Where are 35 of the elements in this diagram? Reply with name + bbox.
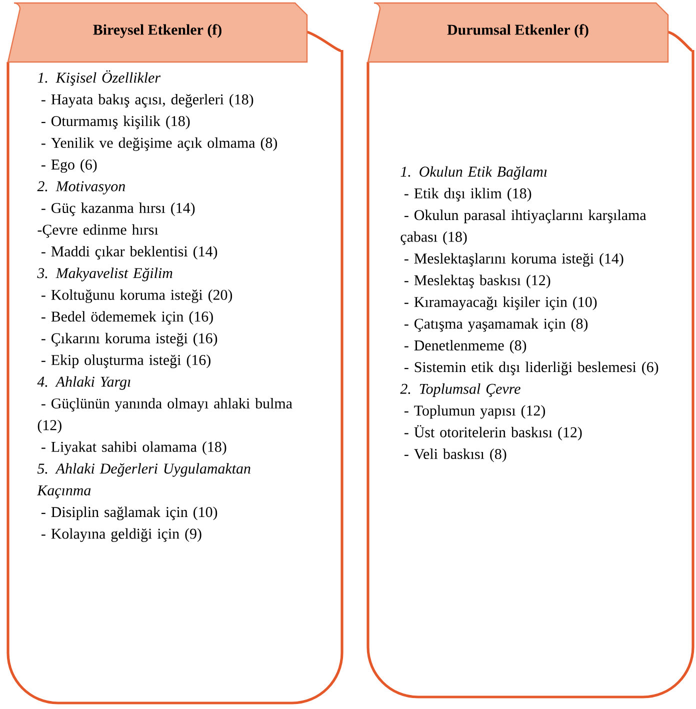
section-heading: 5. Ahlaki Değerleri Uygulamaktan Kaçınma [37,463,250,498]
section-heading: 2. Motivasyon [37,181,125,194]
list-item: - Yenilik ve değişime açık olmama (8) [41,137,277,151]
list-item: - Güçlünün yanında olmayı ahlaki bulma (12) [38,398,292,434]
section-heading: 1. Kişisel Özellikler [38,70,161,86]
list-item: - Veli baskısı (8) [404,448,506,462]
list-item: - Koltuğunu koruma isteği (20) [41,289,232,303]
list-item: - Hayata bakış açısı, değerleri (18) [41,94,254,108]
list-item: - Etik dışı iklim (18) [404,188,532,202]
list-item: - Bedel ödememek için (16) [41,311,213,325]
list-item: - Kıramayacağı kişiler için (10) [404,296,597,310]
header-tab: Durumsal Etkenler (f) [367,2,669,63]
header-tab: Bireysel Etkenler (f) [7,2,308,63]
list-item: - Meslektaşlarını koruma isteği (14) [404,253,624,267]
list-item: - Liyakat sahibi olamama (18) [41,441,226,455]
section-heading: 2. Toplumsal Çevre [400,383,520,397]
list-item: - Güç kazanma hırsı (14) [41,202,195,216]
list-item: - Ego (6) [41,159,97,173]
list-item: - Maddi çıkar beklentisi (14) [41,246,218,260]
list-item: - Denetlenmeme (8) [404,340,526,354]
list-item: - Sistemin etik dışı liderliği beslemesi (6) [404,362,658,376]
list-item: - Üst otoritelerin baskısı (12) [404,425,582,440]
list-item: -Çevre edinme hırsı [38,224,158,238]
list-item: - Kolayına geldiği için (9) [41,528,202,542]
section-heading: 3. Makyavelist Eğilim [37,268,172,282]
list-item: - Çıkarını koruma isteği (16) [41,332,218,346]
list-item: - Okulun parasal ihtiyaçlarını karşılama çabası (18) [400,210,646,245]
list-item: - Çatışma yaşamamak için (8) [404,318,588,332]
section-heading: 1. Okulun Etik Bağlamı [400,166,547,180]
section-heading: 4. Ahlaki Yargı [37,376,130,390]
list-item: - Oturmamış kişilik (18) [41,116,190,130]
list-item: - Disiplin sağlamak için (10) [41,506,218,520]
list-item: - Ekip oluşturma isteği (16) [41,354,210,368]
list-item: - Toplumun yapısı (12) [404,405,545,419]
list-item: - Meslektaş baskısı (12) [404,274,550,288]
